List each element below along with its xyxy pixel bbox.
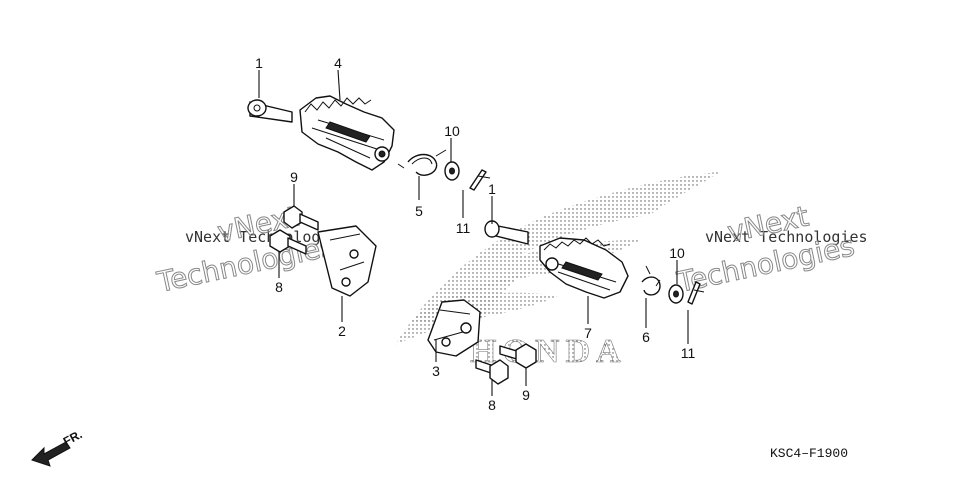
front-direction-indicator: FR.	[31, 427, 84, 467]
part-5-spring[interactable]	[397, 149, 447, 176]
callout-8-lower: 8	[488, 397, 496, 413]
part-9-bolt-left[interactable]	[283, 205, 319, 231]
part-9-bolt-lower[interactable]	[499, 343, 537, 369]
callout-8-left: 8	[275, 279, 283, 295]
part-2-bracket-left[interactable]	[317, 225, 377, 297]
diagram-code: KSC4–F1900	[770, 446, 848, 461]
part-10-washer-lower[interactable]	[668, 284, 684, 304]
callout-9-left: 9	[290, 169, 298, 185]
part-10-washer-upper[interactable]	[444, 161, 460, 181]
callout-10-upper: 10	[444, 123, 460, 139]
part-11-cotter-pin-lower[interactable]	[687, 281, 705, 305]
part-8-bolt-lower[interactable]	[475, 359, 509, 385]
watermark-text-right: vNext Technologies	[705, 228, 868, 246]
part-4-footpeg-upper[interactable]	[299, 95, 395, 171]
callout-9-lower: 9	[522, 387, 530, 403]
part-6-spring-lower[interactable]	[641, 265, 661, 296]
watermark-text-left: vNext Technologies	[185, 228, 348, 246]
callout-4: 4	[334, 55, 342, 71]
callout-6: 6	[642, 329, 650, 345]
callout-1-upper: 1	[255, 55, 263, 71]
callout-5: 5	[415, 203, 423, 219]
part-1-pin-lower[interactable]	[484, 220, 529, 245]
callout-3: 3	[432, 363, 440, 379]
callout-10-lower: 10	[669, 245, 685, 261]
callout-labels: 1 4 10 5 11 9 8 2 1 7 10 6 11 3 8 9	[255, 55, 695, 413]
callout-2: 2	[338, 323, 346, 339]
part-3-bracket-lower[interactable]	[427, 299, 481, 357]
callout-11-upper: 11	[456, 220, 471, 236]
callout-11-lower: 11	[681, 345, 696, 361]
arrow-icon	[31, 441, 71, 467]
part-1-pin-upper[interactable]	[247, 99, 293, 123]
callout-1-lower: 1	[488, 181, 496, 197]
part-8-bolt-left[interactable]	[269, 229, 307, 255]
leader-lines	[258, 69, 689, 396]
callout-7: 7	[584, 325, 592, 341]
part-7-footpeg-lower[interactable]	[539, 237, 629, 299]
honda-logo-text: HONDA	[470, 333, 627, 370]
part-11-cotter-pin-upper[interactable]	[469, 169, 491, 191]
